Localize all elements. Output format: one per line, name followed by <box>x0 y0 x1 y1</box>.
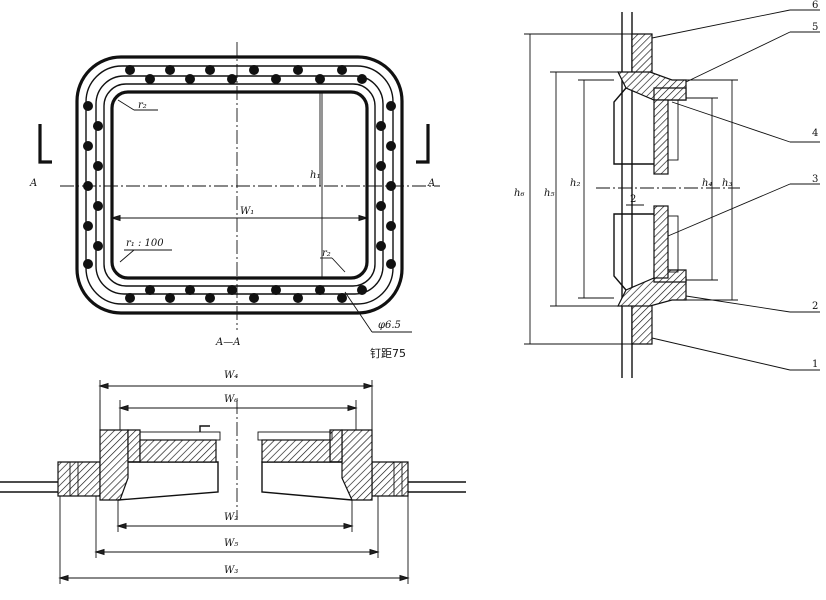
right-section-view: h₆ h₅ h₂ h₄ h₃ 2 6 5 4 3 2 <box>514 0 820 378</box>
bottom-left-gasket-seat <box>127 429 141 463</box>
section-title: A—A <box>215 337 240 348</box>
bottom-right-flange <box>371 461 409 497</box>
part-label-5: 5 <box>812 22 818 33</box>
part-label-1: 1 <box>812 359 818 370</box>
section-mark-left: A <box>29 178 37 189</box>
dim-w4: W₄ <box>224 370 238 381</box>
dim-h6: h₆ <box>514 188 524 199</box>
bottom-left-skirt <box>117 461 219 501</box>
dim-h1: h₁ <box>310 170 320 181</box>
bottom-right-frame <box>341 429 373 501</box>
bottom-section-view: W₄ W₆ W₂ W₅ W₃ <box>0 370 466 584</box>
dim-h2: h₂ <box>570 178 580 189</box>
radius-r1-note: r₁ : 100 <box>126 238 164 249</box>
right-top-glass <box>653 99 669 175</box>
plan-frame-line-3 <box>95 75 384 295</box>
dim-w3: W₃ <box>224 565 238 576</box>
bottom-left-frame <box>99 429 129 501</box>
dim-h5: h₅ <box>544 188 554 199</box>
bottom-right-glass <box>261 439 331 463</box>
radius-r2-bottom: r₂ <box>322 248 331 259</box>
plan-view: A A W₁ h₁ r₂ r₁ : 100 r₂ φ6.5 钉距75 A—A <box>29 42 440 360</box>
plan-frame-line-2 <box>85 65 394 305</box>
dim-h3: h₃ <box>722 178 732 189</box>
plan-inner-opening <box>110 90 369 280</box>
plan-outer-frame <box>75 55 404 315</box>
bottom-right-skirt <box>261 461 353 501</box>
dim-h4: h₄ <box>702 178 712 189</box>
part-label-4: 4 <box>812 128 818 139</box>
right-bottom-glass <box>653 205 669 279</box>
radius-r2-top: r₂ <box>138 100 147 111</box>
plan-frame-line-4 <box>103 83 376 287</box>
dim-w2: W₂ <box>224 512 238 523</box>
bottom-left-glass <box>139 439 217 463</box>
bottom-left-flange <box>57 461 101 497</box>
section-marker-left <box>38 124 52 164</box>
section-mark-right: A <box>427 178 435 189</box>
part-label-3: 3 <box>812 174 818 185</box>
bolt-pitch: 钉距75 <box>370 347 406 360</box>
bolt-spec: φ6.5 <box>378 320 401 331</box>
section-marker-right <box>416 124 430 164</box>
part-label-2: 2 <box>812 301 818 312</box>
part-label-6: 6 <box>812 0 818 11</box>
right-bottom-flange <box>631 301 653 345</box>
plan-bolts <box>83 65 396 303</box>
dim-w5: W₅ <box>224 538 238 549</box>
dim-w6: W₆ <box>224 394 238 405</box>
inner-mark-2: 2 <box>630 194 636 205</box>
dim-w1: W₁ <box>240 206 254 217</box>
